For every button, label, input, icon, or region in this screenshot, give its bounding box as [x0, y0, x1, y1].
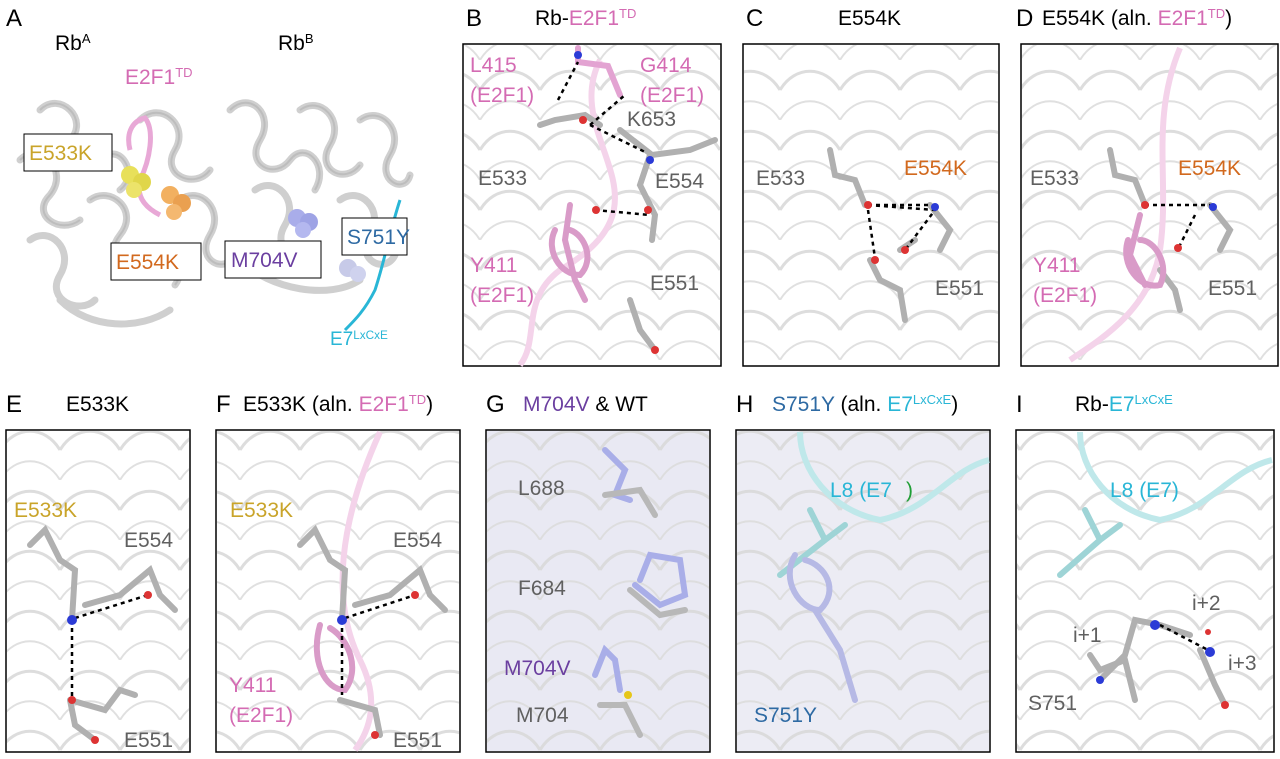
label-rb-b: RbB [278, 31, 314, 56]
label-e533k: E533K [29, 142, 92, 165]
g-label-l688: L688 [518, 477, 565, 500]
panel-title-c: E554K [838, 7, 901, 30]
f-label-y411: Y411 [229, 674, 277, 697]
panel-title-b: Rb-E2F1TD [535, 6, 636, 31]
panel-b: L415 (E2F1) G414 (E2F1) K653 E533 E554 Y… [462, 43, 722, 367]
d-label-e533: E533 [1030, 167, 1079, 190]
panel-letter-d: D [1016, 5, 1033, 32]
panel-d: E533 E554K Y411 (E2F1) E551 [1020, 43, 1279, 367]
d-label-e551: E551 [1208, 277, 1257, 300]
s751y-label-box [341, 217, 408, 256]
panel-letter-c: C [746, 5, 763, 32]
b-label-e551: E551 [650, 272, 699, 295]
panel-letter-f: F [216, 391, 231, 418]
f-label-y411-sub: (E2F1) [229, 704, 293, 727]
g-label-m704v: M704V [504, 657, 571, 680]
e554k-label-box [110, 242, 202, 281]
panel-a-overview: RbA RbB E2F1TD E533K E554K M704V S751Y E… [16, 31, 414, 351]
panel-letter-g: G [486, 391, 505, 418]
b-label-y411-sub: (E2F1) [470, 284, 534, 307]
h-label-s751y: S751Y [754, 704, 817, 727]
panel-c: E533 E554K E551 [742, 43, 1000, 367]
h-label-l8: L8 (E7 [830, 479, 892, 502]
panel-f: E533K E554 Y411 (E2F1) E551 [215, 429, 461, 753]
panel-h: L8 (E7 ) S751Y [735, 429, 991, 753]
panel-e: E533K E554 E551 [5, 429, 191, 753]
m704v-label-box [224, 240, 322, 279]
label-s751y: S751Y [347, 226, 410, 249]
s751y-spheres [339, 259, 366, 282]
i-label-i3: i+3 [1228, 652, 1257, 675]
g-label-m704: M704 [516, 704, 569, 727]
c-label-e551: E551 [935, 277, 984, 300]
panel-letter-i: I [1016, 391, 1023, 418]
b-label-g414: G414 [640, 54, 692, 77]
panel-g: L688 F684 M704V M704 [485, 429, 711, 753]
f-label-e533k: E533K [230, 499, 293, 522]
e-label-e551: E551 [124, 729, 173, 752]
b-label-e554: E554 [655, 170, 704, 193]
d-label-y411-sub: (E2F1) [1033, 284, 1097, 307]
i-label-l8: L8 (E7) [1110, 479, 1179, 502]
e533k-label-box [23, 133, 113, 172]
label-e7-lxcxe: E7LxCxE [330, 329, 388, 351]
b-label-y411: Y411 [470, 254, 518, 277]
g-label-f684: F684 [518, 577, 566, 600]
panel-title-e: E533K [66, 393, 129, 416]
e533k-spheres [121, 166, 151, 198]
label-rb-a: RbA [55, 31, 91, 56]
h-label-l8-close: ) [906, 479, 913, 502]
panel-title-h: S751Y (aln. E7LxCxE) [772, 392, 958, 417]
panel-letter-e: E [6, 391, 22, 418]
m704v-spheres [288, 209, 318, 238]
d-label-e554k: E554K [1178, 157, 1241, 180]
b-label-g414-sub: (E2F1) [640, 84, 704, 107]
i-label-s751: S751 [1028, 692, 1077, 715]
c-label-e533: E533 [756, 167, 805, 190]
label-e2f1-td: E2F1TD [125, 65, 193, 90]
panel-title-f: E533K (aln. E2F1TD) [243, 392, 433, 417]
panel-letter-h: H [736, 391, 753, 418]
panel-title-i: Rb-E7LxCxE [1075, 392, 1173, 417]
b-label-k653: K653 [627, 108, 676, 131]
e-label-e554: E554 [124, 529, 173, 552]
b-label-l415-sub: (E2F1) [470, 84, 534, 107]
e554k-spheres [161, 186, 191, 220]
e2f1-td-ribbon [126, 115, 162, 218]
f-label-e551: E551 [393, 729, 442, 752]
i-label-i2: i+2 [1192, 592, 1221, 615]
panel-letter-b: B [466, 5, 482, 32]
i-label-i1: i+1 [1073, 624, 1102, 647]
panel-i: L8 (E7) i+1 i+2 i+3 S751 [1015, 429, 1275, 753]
panel-letters: A B C D E F G H I [6, 5, 1033, 418]
b-label-l415: L415 [470, 54, 517, 77]
d-label-y411: Y411 [1033, 254, 1081, 277]
b-label-e533: E533 [478, 167, 527, 190]
f-label-e554: E554 [393, 529, 442, 552]
c-label-e554k: E554K [904, 157, 967, 180]
label-e554k: E554K [116, 251, 179, 274]
e-label-e533k: E533K [14, 499, 77, 522]
panel-letter-a: A [6, 5, 22, 32]
label-m704v: M704V [231, 249, 298, 272]
panel-title-d: E554K (aln. E2F1TD) [1042, 6, 1232, 31]
panel-titles: Rb-E2F1TD E554K E554K (aln. E2F1TD) E533… [66, 6, 1232, 417]
panel-title-g: M704V & WT [523, 393, 648, 416]
